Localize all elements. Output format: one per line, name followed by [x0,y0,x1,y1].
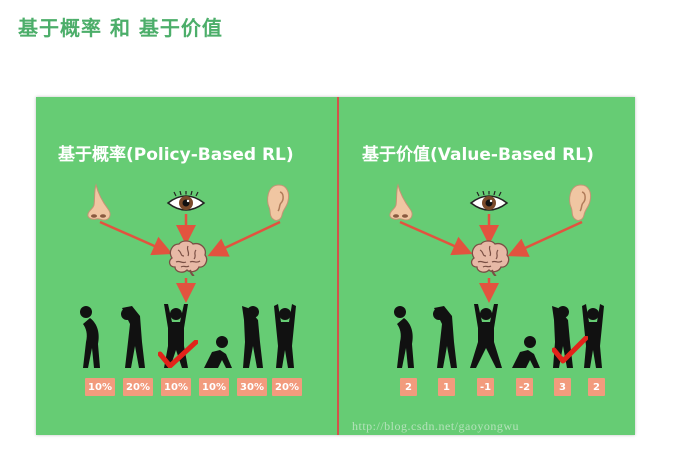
value-based-heading: 基于价值(Value-Based RL) [362,145,594,165]
ear-icon [267,184,290,221]
action-figure-4 [512,336,540,368]
action-figure-2 [121,306,145,368]
action-value-chip: 2 [400,378,417,396]
ear-icon [569,184,592,221]
brain-icon [168,240,208,276]
brain-icon [470,240,510,276]
action-value-chip: 3 [554,378,571,396]
nose-icon [87,183,111,221]
action-probability-chip: 20% [272,378,302,396]
action-figure-1 [80,306,100,368]
slide-title: 基于概率 和 基于价值 [18,16,223,40]
action-figure-3 [470,304,502,368]
checkmark-icon [158,340,198,368]
action-figure-2 [433,306,457,368]
action-value-chip: -2 [516,378,533,396]
checkmark-icon [552,336,588,364]
action-figure-6 [274,304,296,368]
action-value-chip: -1 [477,378,494,396]
action-probability-chip: 10% [85,378,115,396]
action-value-chip: 2 [588,378,605,396]
action-figure-6 [582,304,604,368]
nose-icon [389,183,413,221]
eye-icon [469,191,509,211]
action-value-chip: 1 [438,378,455,396]
action-figure-5 [242,306,263,368]
policy-based-heading: 基于概率(Policy-Based RL) [58,145,294,165]
action-figure-4 [204,336,232,368]
panel-divider [337,97,339,435]
watermark: http://blog.csdn.net/gaoyongwu [352,419,519,433]
action-probability-chip: 10% [161,378,191,396]
action-probability-chip: 30% [237,378,267,396]
action-probability-chip: 20% [123,378,153,396]
action-figure-1 [394,306,414,368]
action-probability-chip: 10% [199,378,229,396]
eye-icon [166,191,206,211]
